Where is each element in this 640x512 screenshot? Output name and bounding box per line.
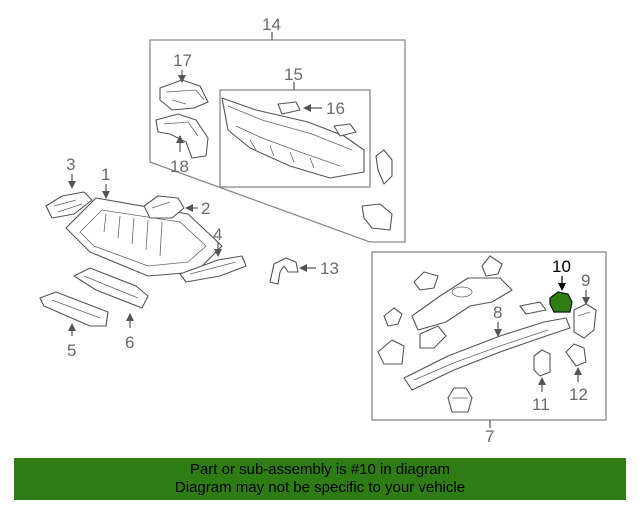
part-3-shape[interactable] [45, 191, 93, 219]
part-17-shape[interactable] [159, 79, 209, 111]
callout-12: 12 [569, 385, 588, 404]
callout-4: 4 [213, 225, 222, 244]
callout-15: 15 [284, 65, 303, 84]
part-12-shape[interactable] [565, 343, 587, 367]
callout-11: 11 [532, 395, 550, 414]
part-10-shape[interactable] [549, 291, 573, 313]
part-15-shape[interactable] [221, 97, 365, 179]
part-11-shape[interactable] [533, 349, 551, 377]
callout-16: 16 [326, 99, 345, 118]
part-4-shape[interactable] [179, 255, 247, 283]
part-1-shape[interactable] [65, 197, 223, 277]
group-7-bracket-e [377, 339, 405, 365]
callout-2: 2 [201, 199, 210, 218]
callout-13: 13 [320, 259, 339, 278]
callout-6: 6 [125, 333, 134, 352]
group-7-bracket-d [419, 325, 447, 349]
part-5-shape[interactable] [39, 291, 109, 327]
part-8-shape[interactable] [403, 317, 571, 391]
frame-14-bracket-a [375, 149, 393, 185]
part-9-shape[interactable] [573, 303, 597, 339]
banner-line-1: Part or sub-assembly is #10 in diagram [189, 461, 451, 478]
part-16-shape[interactable] [277, 101, 357, 137]
part-2-shape[interactable] [143, 195, 185, 219]
callout-3: 3 [66, 155, 75, 174]
group-7-bracket-b [481, 255, 503, 277]
part-6-shape[interactable] [73, 267, 149, 309]
group-14-frame [149, 32, 406, 243]
callout-14: 14 [262, 15, 281, 34]
group-7-frame [371, 251, 607, 421]
callout-10: 10 [552, 257, 571, 276]
callout-18: 18 [170, 157, 189, 176]
callout-5: 5 [67, 341, 76, 360]
group-7-bracket-f [519, 301, 547, 315]
callout-9: 9 [581, 271, 590, 290]
group-7-bracket-a [413, 271, 439, 291]
frame-14-bracket-b [361, 203, 393, 231]
group-15-frame [219, 89, 371, 188]
callout-8: 8 [493, 303, 502, 322]
callout-1: 1 [101, 165, 110, 184]
banner-line-2: Diagram may not be specific to your vehi… [174, 479, 466, 496]
callout-17: 17 [173, 51, 192, 70]
callout-7: 7 [485, 427, 494, 446]
info-banner: Part or sub-assembly is #10 in diagram D… [14, 458, 626, 500]
part-13-shape[interactable] [269, 257, 299, 285]
group-7-mount [447, 387, 473, 413]
group-7-bracket-c [383, 307, 403, 327]
part-18-shape[interactable] [155, 113, 209, 159]
group-7-upper-rail [411, 277, 513, 331]
